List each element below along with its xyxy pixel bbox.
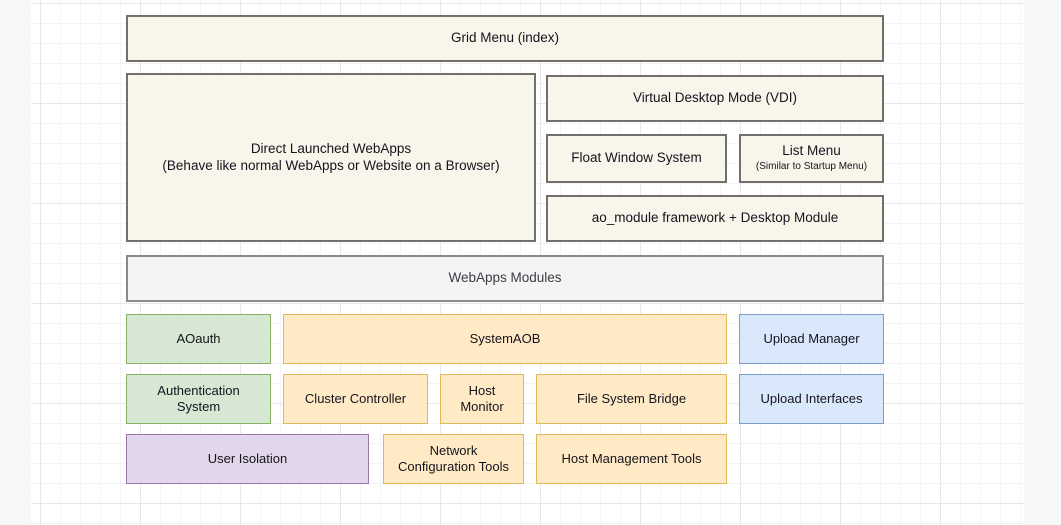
node-webapps-modules-label: WebApps Modules [448, 270, 561, 287]
node-grid-menu-label: Grid Menu (index) [451, 30, 559, 47]
node-upload-manager-label: Upload Manager [763, 331, 859, 347]
node-list-menu-label: List Menu [782, 143, 841, 160]
node-float-window-system-label: Float Window System [571, 150, 702, 167]
node-virtual-desktop-mode[interactable]: Virtual Desktop Mode (VDI) [546, 75, 884, 122]
node-upload-interfaces[interactable]: Upload Interfaces [739, 374, 884, 424]
node-cluster-controller-label: Cluster Controller [305, 391, 406, 407]
node-grid-menu[interactable]: Grid Menu (index) [126, 15, 884, 62]
node-webapps-modules[interactable]: WebApps Modules [126, 255, 884, 302]
node-direct-launched-webapps-label: Direct Launched WebApps [251, 141, 411, 158]
node-aoauth-label: AOauth [176, 331, 220, 347]
node-system-aob-label: SystemAOB [470, 331, 541, 347]
node-user-isolation[interactable]: User Isolation [126, 434, 369, 484]
node-system-aob[interactable]: SystemAOB [283, 314, 727, 364]
node-cluster-controller[interactable]: Cluster Controller [283, 374, 428, 424]
node-host-management-tools-label: Host Management Tools [562, 451, 702, 467]
node-host-management-tools[interactable]: Host Management Tools [536, 434, 727, 484]
node-list-menu-sublabel: (Similar to Startup Menu) [756, 161, 867, 174]
node-file-system-bridge-label: File System Bridge [577, 391, 686, 407]
node-virtual-desktop-mode-label: Virtual Desktop Mode (VDI) [633, 90, 797, 107]
node-upload-manager[interactable]: Upload Manager [739, 314, 884, 364]
node-file-system-bridge[interactable]: File System Bridge [536, 374, 727, 424]
node-float-window-system[interactable]: Float Window System [546, 134, 727, 183]
node-direct-launched-webapps-sublabel: (Behave like normal WebApps or Website o… [162, 158, 499, 175]
node-authentication-system-label-2: System [177, 399, 220, 415]
node-host-monitor[interactable]: Host Monitor [440, 374, 524, 424]
node-network-configuration-tools[interactable]: Network Configuration Tools [383, 434, 524, 484]
node-host-monitor-label-2: Monitor [460, 399, 503, 415]
node-authentication-system-label: Authentication [157, 383, 239, 399]
node-host-monitor-label: Host [469, 383, 496, 399]
node-aoauth[interactable]: AOauth [126, 314, 271, 364]
node-direct-launched-webapps[interactable]: Direct Launched WebApps (Behave like nor… [126, 73, 536, 242]
node-ao-module-framework[interactable]: ao_module framework + Desktop Module [546, 195, 884, 242]
node-list-menu[interactable]: List Menu (Similar to Startup Menu) [739, 134, 884, 183]
node-user-isolation-label: User Isolation [208, 451, 287, 467]
node-network-configuration-tools-label-2: Configuration Tools [398, 459, 509, 475]
node-network-configuration-tools-label: Network [430, 443, 478, 459]
node-authentication-system[interactable]: Authentication System [126, 374, 271, 424]
node-upload-interfaces-label: Upload Interfaces [761, 391, 863, 407]
node-ao-module-framework-label: ao_module framework + Desktop Module [592, 210, 839, 227]
